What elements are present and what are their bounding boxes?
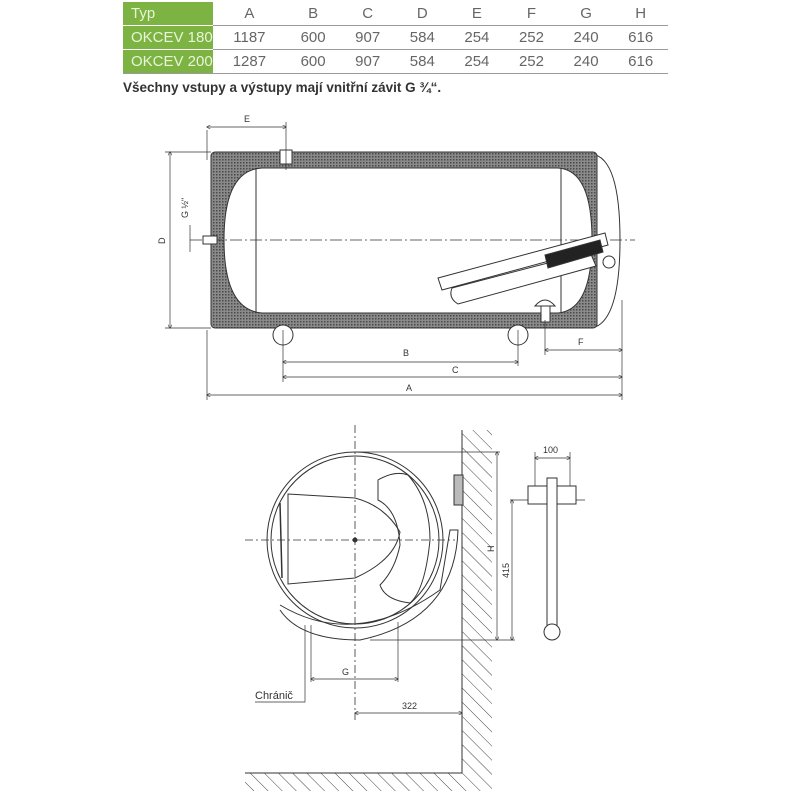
table-cell: 254 (449, 25, 505, 50)
table-cell: 616 (613, 25, 668, 50)
dimensions-table: Typ A B C D E F G H OKCEV 180 1187 600 9… (123, 2, 668, 74)
header-cell: H (613, 2, 668, 26)
thread-note: Všechny vstupy a výstupy mají vnitřní zá… (123, 80, 442, 95)
dim-label-a: A (406, 383, 412, 393)
table-cell: 254 (449, 49, 505, 74)
dim-label-b: B (403, 348, 409, 358)
table-cell: 252 (504, 25, 559, 50)
table-cell: 240 (558, 49, 614, 74)
header-cell: A (213, 2, 286, 26)
table-cell: 616 (613, 49, 668, 74)
table-cell: 584 (394, 49, 450, 74)
header-cell: Typ (123, 2, 213, 26)
inner-bracket (287, 493, 401, 585)
mounting-bracket (527, 452, 577, 641)
table-row: OKCEV 180 1187 600 907 584 254 252 240 6… (123, 25, 668, 50)
dim-label-415: 415 (501, 563, 511, 578)
table-cell: 600 (285, 49, 341, 74)
table-cell: 1287 (213, 49, 286, 74)
heating-element (437, 232, 609, 305)
dim-label-g-half: G ½" (180, 198, 190, 218)
dim-label-c: C (452, 365, 459, 375)
guard-arc (279, 529, 459, 641)
dim-label-d: D (157, 237, 167, 244)
side-inlet (202, 235, 218, 245)
thermometer-icon (602, 255, 616, 269)
header-cell: D (394, 2, 450, 26)
header-cell: B (285, 2, 341, 26)
tank-inner-vessel (223, 167, 593, 314)
side-view (165, 122, 635, 400)
table-cell: 600 (285, 25, 341, 50)
dim-label-f: F (578, 337, 584, 347)
table-header-row: Typ A B C D E F G H (123, 2, 668, 26)
table-cell: 240 (558, 25, 614, 50)
table-cell: 907 (340, 49, 395, 74)
table-cell: 1187 (213, 25, 286, 50)
dim-label-e: E (244, 114, 250, 124)
dim-label-322: 322 (402, 701, 417, 711)
guard-label: Chránič (255, 690, 293, 702)
table-row: OKCEV 200 1287 600 907 584 254 252 240 6… (123, 49, 668, 74)
table-cell: 584 (394, 25, 450, 50)
dim-label-g: G (342, 667, 349, 677)
drain-valve (533, 299, 557, 323)
model-cell: OKCEV 180 (123, 25, 213, 50)
header-cell: G (558, 2, 614, 26)
dim-label-100: 100 (543, 445, 558, 455)
wall-bracket (453, 474, 464, 506)
wall-floor-line (245, 430, 463, 774)
header-cell: F (504, 2, 559, 26)
model-cell: OKCEV 200 (123, 49, 213, 74)
floor-hatch (245, 773, 492, 791)
table-cell: 907 (340, 25, 395, 50)
header-cell: E (449, 2, 505, 26)
wall-hatch (462, 430, 492, 773)
table-cell: 252 (504, 49, 559, 74)
front-view (245, 425, 585, 791)
header-cell: C (340, 2, 395, 26)
dim-label-h: H (486, 546, 496, 553)
